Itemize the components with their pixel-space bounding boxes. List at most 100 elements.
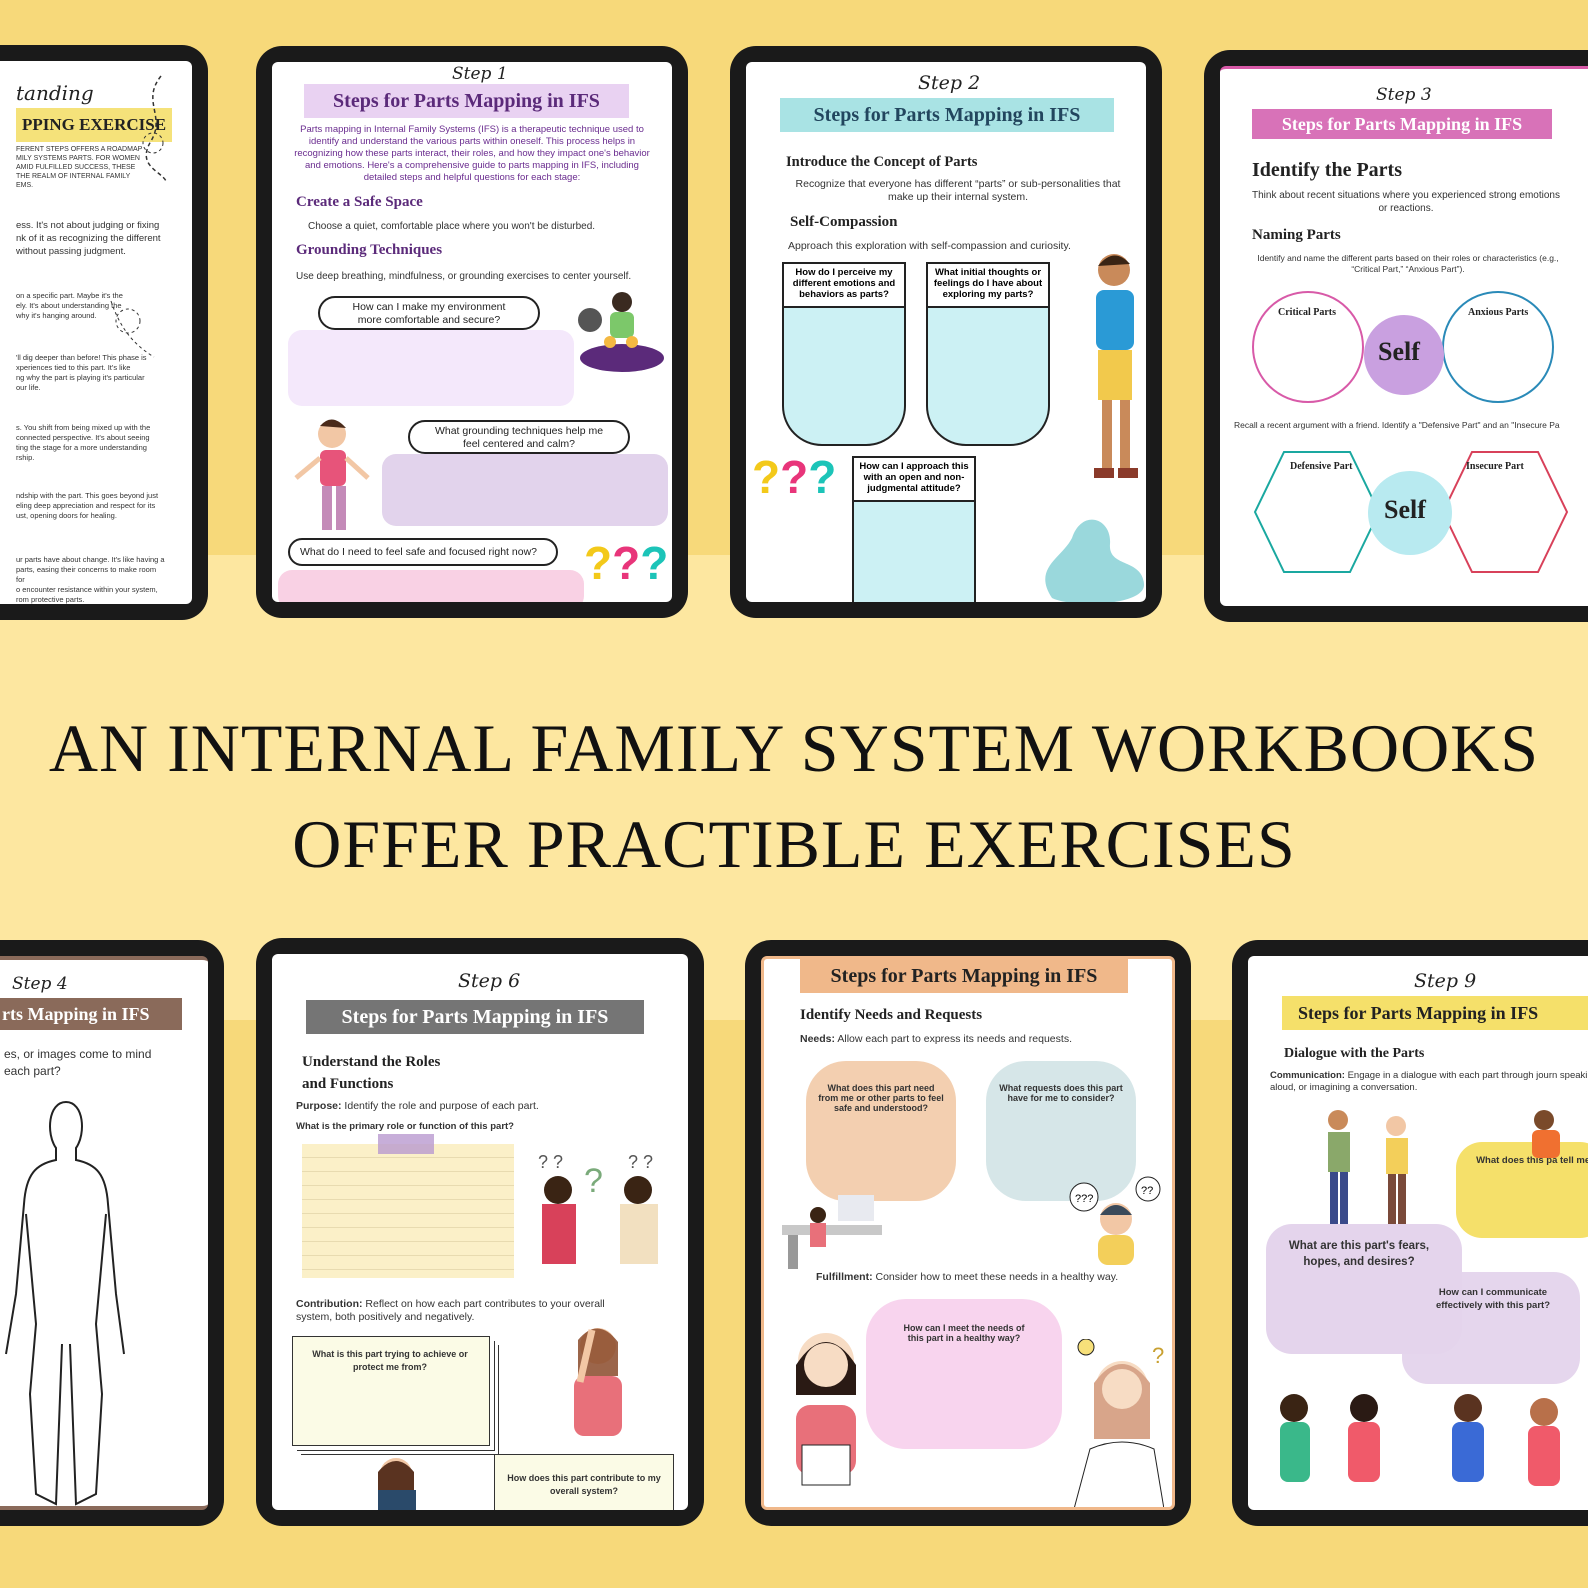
needs-body: Allow each part to express its needs and… <box>835 1033 1072 1045</box>
decorative-swirl-icon <box>110 300 155 358</box>
question-blob: How can I meet the needs of this part in… <box>866 1299 1062 1449</box>
page-screen: Step 2 Steps for Parts Mapping in IFS In… <box>746 62 1146 602</box>
question-marks-icon: ??? <box>584 537 669 589</box>
office-desk-illustration <box>782 1195 882 1269</box>
script-heading: tanding <box>16 81 94 105</box>
two-people-talking-illustration <box>1328 1110 1408 1226</box>
tape-strip <box>378 1134 434 1154</box>
svg-text:??: ?? <box>1141 1185 1153 1197</box>
section-heading: Create a Safe Space <box>296 194 423 210</box>
purpose-body: Identify the role and purpose of each pa… <box>341 1100 539 1112</box>
breathing-girl-illustration <box>294 419 370 530</box>
self-circle <box>1368 471 1452 555</box>
thinking-woman-illustration <box>378 1458 416 1510</box>
self-label: Self <box>1378 337 1420 366</box>
section-text: Recall a recent argument with a friend. … <box>1234 420 1560 430</box>
communication-body: Engage in a dialogue with each part thro… <box>1270 1070 1588 1093</box>
page-banner: Steps for Parts Mapping in IFS <box>780 98 1114 132</box>
answer-box[interactable] <box>852 502 976 602</box>
fulfillment-label: Fulfillment: <box>816 1271 873 1283</box>
section-heading: Self-Compassion <box>790 214 898 230</box>
script-heading: Step 6 <box>458 970 521 992</box>
intro-text: FERENT STEPS OFFERS A ROADMAP MILY SYSTE… <box>16 146 143 189</box>
script-heading: Step 2 <box>918 72 981 94</box>
purpose-label: Purpose: <box>296 1100 342 1112</box>
tablet-step-9: Step 9 Steps for Parts Mapping in IFS Di… <box>1232 940 1588 1526</box>
pinned-note-card[interactable] <box>494 1454 674 1510</box>
page-screen: Step 1 Steps for Parts Mapping in IFS Pa… <box>272 62 672 602</box>
critical-parts-label: Critical Parts <box>1278 307 1337 318</box>
section-heading: and Functions <box>302 1076 394 1092</box>
script-heading: Step 1 <box>452 64 508 84</box>
answer-box[interactable] <box>926 308 1050 446</box>
intro-text: Parts mapping in Internal Family Systems… <box>294 124 650 183</box>
self-circle <box>1364 315 1444 395</box>
stage-text-6: ur parts have about change. It's like ha… <box>16 555 165 604</box>
lined-note-paper[interactable] <box>302 1144 514 1278</box>
needs-label: Needs: <box>800 1033 836 1045</box>
thinking-woman-illustration: ? <box>1074 1339 1164 1507</box>
headline-line-2: OFFER PRACTIBLE EXERCISES <box>292 806 1296 882</box>
page-screen: Step 4 rts Mapping in IFS es, or images … <box>0 956 208 1510</box>
script-heading: Step 9 <box>1414 970 1477 992</box>
self-label: Self <box>1384 495 1426 524</box>
question-card: How can I approach this with an open and… <box>852 456 976 502</box>
page-banner: Steps for Parts Mapping in IFS <box>1282 996 1588 1030</box>
question-blob: What requests does this part have for me… <box>986 1061 1136 1201</box>
section-heading: Introduce the Concept of Parts <box>786 154 978 170</box>
speech-bubble <box>1402 1272 1580 1384</box>
decorative-swirl-icon <box>142 75 167 182</box>
answer-box[interactable] <box>278 570 584 602</box>
answer-box[interactable] <box>288 330 574 406</box>
page-banner: Steps for Parts Mapping in IFS <box>1252 109 1552 139</box>
stage-text-3: 'll dig deeper than before! This phase i… <box>16 353 147 392</box>
stage-text-2: on a specific part. Maybe it's the ely. … <box>16 291 123 320</box>
speech-bubble <box>1456 1142 1588 1238</box>
contribution-label: Contribution: <box>296 1298 363 1310</box>
svg-text:? ?: ? ? <box>538 1152 563 1172</box>
question-bubble: What do I need to feel safe and focused … <box>288 538 558 566</box>
question-marks-icon: ??? <box>752 451 837 503</box>
question-card: What initial thoughts or feelings do I h… <box>926 262 1050 308</box>
page-banner: Steps for Parts Mapping in IFS <box>304 84 629 118</box>
contribution-text: Contribution: Reflect on how each part c… <box>296 1298 636 1324</box>
section-heading: Dialogue with the Parts <box>1284 1046 1425 1061</box>
fulfillment-body: Consider how to meet these needs in a he… <box>872 1271 1119 1283</box>
thinking-man-illustration <box>1094 254 1138 478</box>
page-banner: Steps for Parts Mapping in IFS <box>800 959 1128 993</box>
smiling-woman-illustration <box>796 1333 856 1486</box>
defensive-part-hexagon <box>1253 451 1381 573</box>
script-heading: Step 3 <box>1376 85 1432 105</box>
fulfillment-text: Fulfillment: Consider how to meet these … <box>816 1271 1118 1284</box>
communication-label: Communication: <box>1270 1070 1345 1081</box>
question-label: What are this part's fears, hopes, and d… <box>1288 1240 1430 1268</box>
answer-box[interactable] <box>382 454 668 526</box>
stage-text-1: ess. It's not about judging or fixing nk… <box>16 220 161 257</box>
tablet-step-4: Step 4 rts Mapping in IFS es, or images … <box>0 940 224 1526</box>
decorative-splash-icon <box>1045 519 1145 602</box>
page-banner: rts Mapping in IFS <box>0 998 182 1030</box>
section-heading: Naming Parts <box>1252 227 1341 243</box>
tablet-page-overview: tanding PPING EXERCISE FERENT STEPS OFFE… <box>0 45 208 620</box>
stage-text-5: ndship with the part. This goes beyond j… <box>16 491 159 520</box>
section-text: Choose a quiet, comfortable place where … <box>308 221 596 232</box>
svg-text:? ?: ? ? <box>628 1152 653 1172</box>
tablet-step-2: Step 2 Steps for Parts Mapping in IFS In… <box>730 46 1162 618</box>
question-label: How can I communicate effectively with t… <box>1435 1287 1551 1311</box>
svg-text:???: ??? <box>1075 1193 1093 1205</box>
headline: AN INTERNAL FAMILY SYSTEM WORKBOOKS OFFE… <box>0 700 1588 892</box>
svg-text:?: ? <box>584 1162 603 1200</box>
section-text: Identify and name the different parts ba… <box>1257 253 1559 274</box>
question-card: How do I perceive my different emotions … <box>782 262 906 308</box>
page-screen: tanding PPING EXERCISE FERENT STEPS OFFE… <box>0 61 192 604</box>
stressed-woman-illustration <box>574 1328 622 1436</box>
stacked-note-card[interactable] <box>292 1336 490 1446</box>
answer-box[interactable] <box>782 308 906 446</box>
confused-person-illustration: ??? ?? <box>1069 1176 1161 1265</box>
question-label: What is this part trying to achieve or p… <box>312 1349 468 1372</box>
section-text: Use deep breathing, mindfulness, or grou… <box>296 271 632 282</box>
question-label: What is the primary role or function of … <box>296 1121 514 1132</box>
section-heading: Understand the Roles <box>302 1054 441 1070</box>
communication-text: Communication: Engage in a dialogue with… <box>1270 1070 1588 1094</box>
section-text: es, or images come to mind each part? <box>4 1047 152 1078</box>
